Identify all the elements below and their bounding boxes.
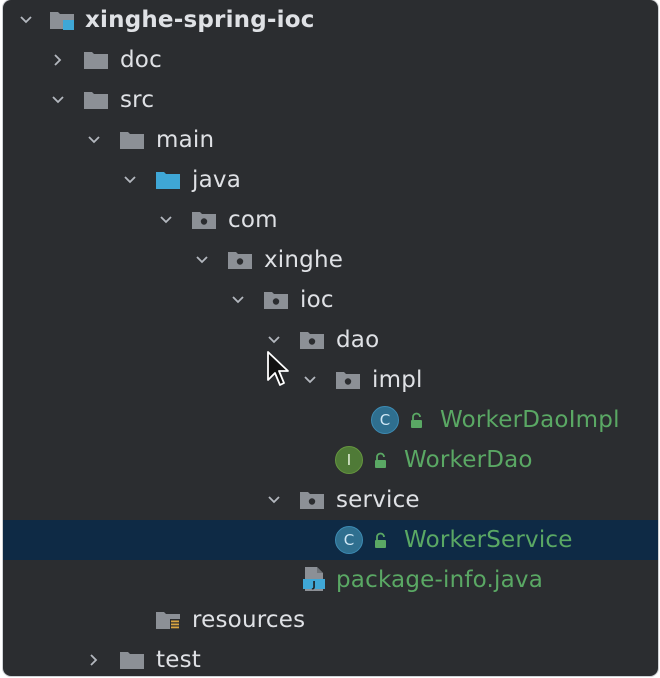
tree-label-xinghe: xinghe [264,247,344,273]
chevron-right-icon[interactable] [83,649,105,671]
chevron-down-icon[interactable] [15,9,37,31]
mouse-cursor-icon [267,351,289,386]
tree-label-dao: dao [336,327,380,353]
package-icon [263,289,289,311]
tree-label-worker-dao: WorkerDao [404,447,533,473]
interface-icon: I [335,446,363,474]
tree-label-ioc: ioc [300,287,334,313]
tree-label-java: java [192,167,241,193]
chevron-down-icon[interactable] [299,369,321,391]
tree-row-impl[interactable]: impl [3,360,658,400]
project-tree-panel: xinghe-spring-ioc doc src main [3,0,658,676]
tree-row-worker-dao-impl[interactable]: C WorkerDaoImpl [3,400,658,440]
chevron-down-icon[interactable] [83,129,105,151]
chevron-down-icon[interactable] [119,169,141,191]
tree-label-worker-service: WorkerService [404,527,573,553]
tree-row-dao[interactable]: dao [3,320,658,360]
tree-label-resources: resources [192,607,306,633]
tree-label-test: test [156,647,201,673]
chevron-right-icon[interactable] [47,49,69,71]
tree-row-package-info[interactable]: J package-info.java [3,560,658,600]
folder-icon [83,89,109,111]
tree-label-service: service [336,487,420,513]
java-file-icon: J [301,565,327,593]
tree-row-resources[interactable]: resources [3,600,658,640]
module-folder-icon [49,9,75,31]
tree-row-src[interactable]: src [3,80,658,120]
tree-label-src: src [120,87,155,113]
tree-row-test[interactable]: test [3,640,658,676]
tree-row-com[interactable]: com [3,200,658,240]
class-icon: C [335,526,363,554]
chevron-down-icon[interactable] [191,249,213,271]
class-icon: C [371,406,399,434]
tree-row-main[interactable]: main [3,120,658,160]
package-icon [227,249,253,271]
tree-row-java[interactable]: java [3,160,658,200]
folder-icon [119,129,145,151]
chevron-down-icon[interactable] [47,89,69,111]
folder-icon [83,49,109,71]
tree-label-impl: impl [372,367,423,393]
chevron-down-icon[interactable] [263,489,285,511]
lock-open-icon [408,412,426,430]
source-folder-icon [155,169,181,191]
chevron-down-icon[interactable] [263,329,285,351]
package-icon [299,329,325,351]
tree-row-root[interactable]: xinghe-spring-ioc [3,0,658,40]
resources-folder-icon [155,609,181,631]
chevron-down-icon[interactable] [227,289,249,311]
lock-open-icon [372,452,390,470]
tree-row-worker-dao[interactable]: I WorkerDao [3,440,658,480]
tree-label-main: main [156,127,215,153]
svg-text:J: J [311,581,315,591]
tree-row-ioc[interactable]: ioc [3,280,658,320]
tree-label-com: com [228,207,278,233]
tree-row-doc[interactable]: doc [3,40,658,80]
package-icon [335,369,361,391]
tree-label-doc: doc [120,47,162,73]
folder-icon [119,649,145,671]
lock-open-icon [372,532,390,550]
tree-row-service[interactable]: service [3,480,658,520]
chevron-down-icon[interactable] [155,209,177,231]
tree-label-worker-dao-impl: WorkerDaoImpl [440,407,620,433]
tree-row-worker-service[interactable]: C WorkerService [3,520,658,560]
package-icon [191,209,217,231]
tree-row-xinghe[interactable]: xinghe [3,240,658,280]
tree-label-root: xinghe-spring-ioc [85,7,315,33]
tree-label-package-info: package-info.java [336,567,544,593]
package-icon [299,489,325,511]
